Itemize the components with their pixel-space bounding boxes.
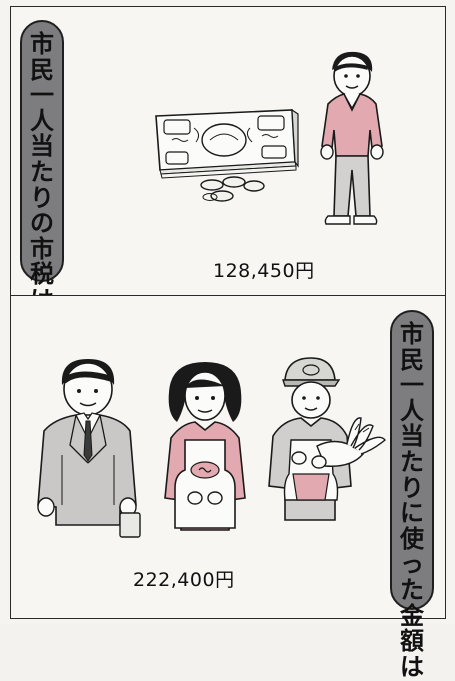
label-char: り xyxy=(400,473,424,502)
label-char: 当 xyxy=(30,132,54,161)
label-char: に xyxy=(400,499,424,528)
label-char: 人 xyxy=(400,396,424,425)
label-char: 一 xyxy=(30,81,54,110)
label-char: た xyxy=(400,447,424,476)
label-char: は xyxy=(400,652,424,681)
money-stack-icon xyxy=(155,108,299,202)
label-char: っ xyxy=(400,550,424,579)
label-char: 人 xyxy=(30,106,54,135)
label-char: の xyxy=(30,209,54,238)
label-char: 一 xyxy=(400,371,424,400)
label-char: り xyxy=(30,183,54,212)
label-char: 額 xyxy=(400,627,424,656)
label-char: 金 xyxy=(400,601,424,630)
label-char: た xyxy=(400,575,424,604)
woman-apron-icon xyxy=(164,362,246,531)
label-spending-per-citizen: 市 民 一 人 当 た り に 使 っ た 金 額 は xyxy=(390,310,434,679)
label-char: 税 xyxy=(30,260,54,289)
city-tax-amount: 128,450円 xyxy=(213,260,315,282)
label-char: 市 xyxy=(400,320,424,348)
businessman-icon xyxy=(37,359,141,538)
worker-vegetables-icon xyxy=(268,357,386,521)
page: 市 民 一 人 当 た り の 市 税 は xyxy=(10,6,446,680)
man-figure-icon xyxy=(320,51,384,225)
spending-amount: 222,400円 xyxy=(133,569,235,591)
label-char: 民 xyxy=(400,345,424,374)
label-char: 民 xyxy=(30,55,54,84)
label-char: 市 xyxy=(30,30,54,58)
coins-icon xyxy=(200,176,265,202)
label-city-tax-per-citizen: 市 民 一 人 当 た り の 市 税 は xyxy=(20,20,64,313)
label-char: 当 xyxy=(400,422,424,451)
label-char: 市 xyxy=(30,234,54,263)
label-char: 使 xyxy=(400,524,424,553)
label-char: た xyxy=(30,157,54,186)
